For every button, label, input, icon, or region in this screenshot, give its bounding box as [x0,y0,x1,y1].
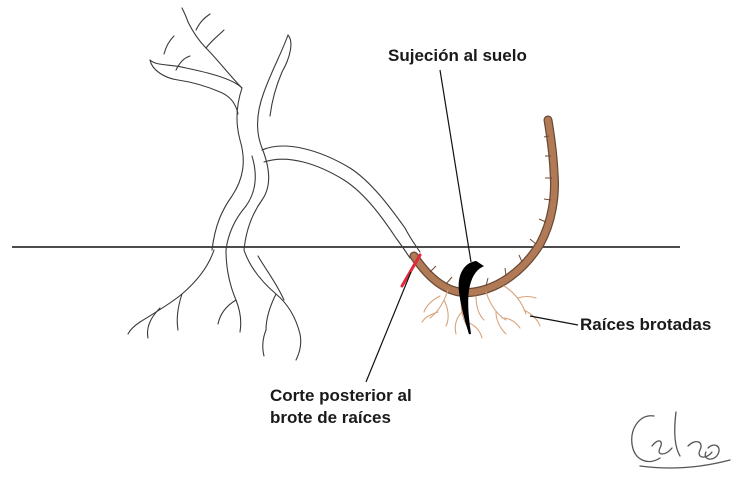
layered-branch [414,120,554,293]
label-soil-fixing: Sujeción al suelo [388,45,527,67]
leader-cut [366,272,411,382]
mother-plant [128,8,420,360]
leader-soil-fixing [440,70,471,262]
label-cut-line2: brote de raíces [270,407,412,429]
signature-mark [632,412,730,468]
label-cut-after-root-sprout: Corte posterior al brote de raíces [270,385,412,429]
label-sprouted-roots: Raíces brotadas [580,314,711,336]
cut-mark [402,255,420,286]
label-cut-line1: Corte posterior al [270,385,412,407]
